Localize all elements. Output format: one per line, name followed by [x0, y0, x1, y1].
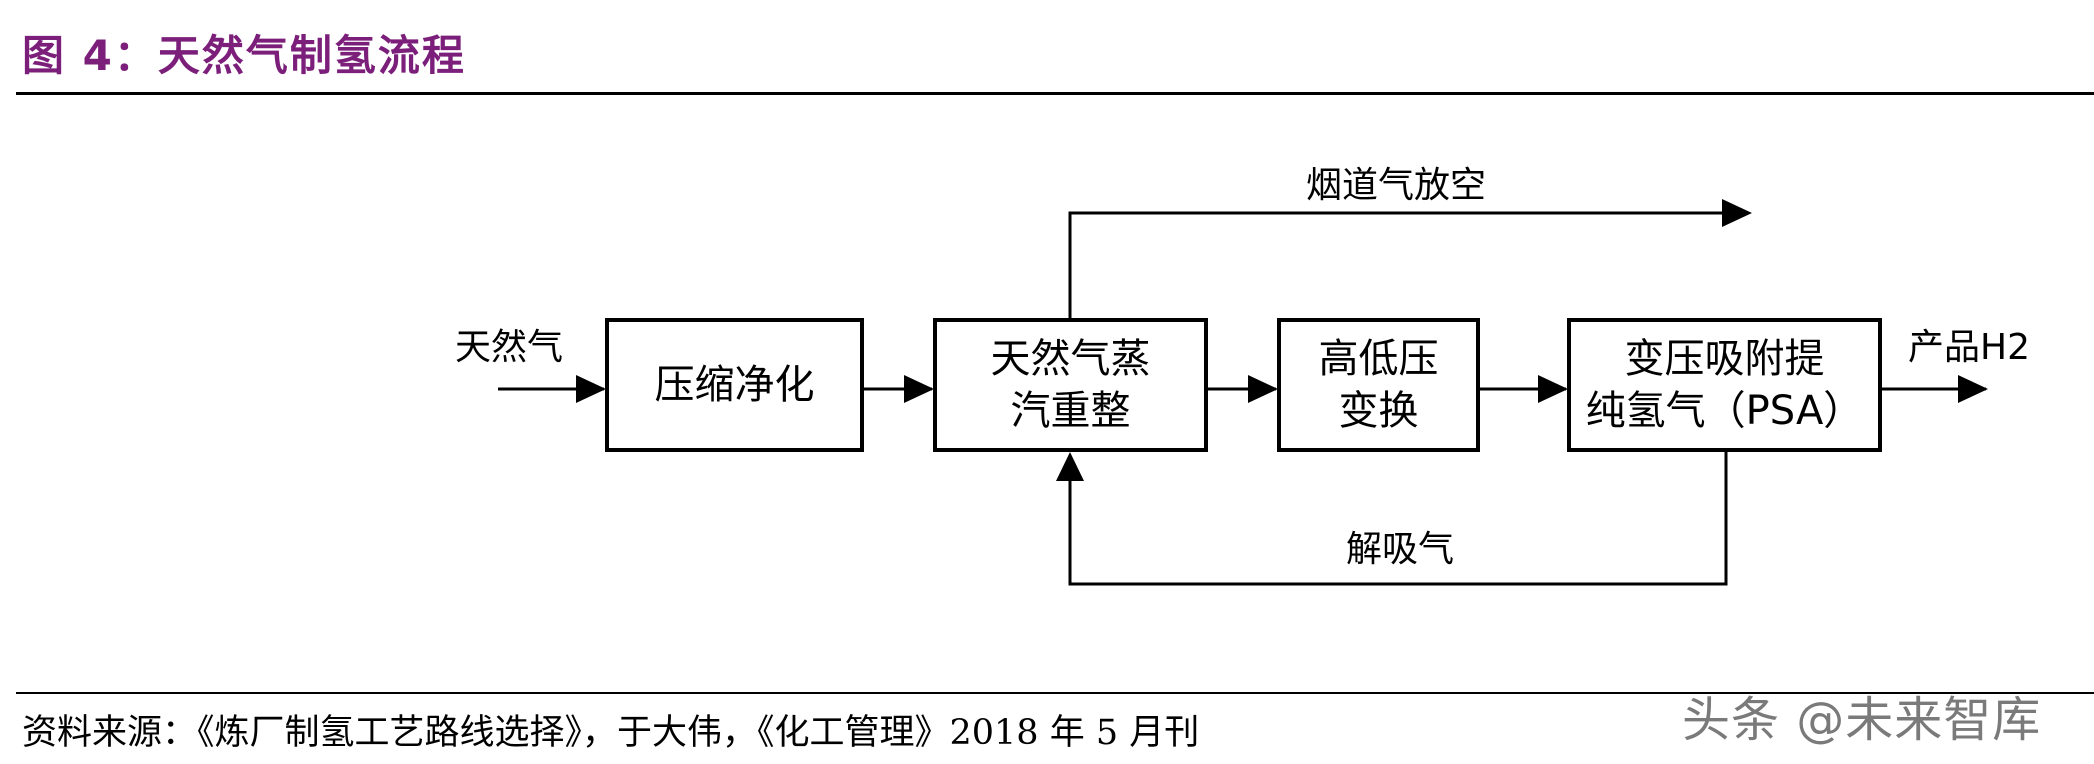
top-divider: [16, 92, 2094, 95]
flue-gas-label: 烟道气放空: [1306, 165, 1487, 206]
source-citation: 资料来源：《炼厂制氢工艺路线选择》，于大伟，《化工管理》2018 年 5 月刊: [22, 713, 1200, 753]
process-box-compression: 压缩净化: [605, 318, 864, 452]
recycle-label: 解吸气: [1346, 529, 1455, 570]
box-line1: 变压吸附提: [1624, 336, 1825, 382]
input-label: 天然气: [455, 327, 564, 368]
process-box-psa: 变压吸附提 纯氢气（PSA）: [1567, 318, 1882, 452]
output-arrowhead: [1958, 375, 1988, 403]
box-line2: 汽重整: [1010, 388, 1131, 434]
output-label: 产品H2: [1908, 327, 2030, 368]
box-line1: 高低压: [1318, 336, 1439, 382]
flue-gas-arrowhead: [1722, 199, 1752, 227]
process-box-steam-reforming: 天然气蒸 汽重整: [933, 318, 1208, 452]
box-line2: 纯氢气（PSA）: [1585, 388, 1864, 434]
bottom-divider: [16, 692, 2094, 694]
figure-title: 图 4：天然气制氢流程: [22, 31, 466, 80]
recycle-line: [1068, 452, 1728, 586]
process-box-shift: 高低压 变换: [1277, 318, 1480, 452]
box-line1: 天然气蒸: [990, 336, 1151, 382]
recycle-arrowhead: [1056, 452, 1084, 481]
box-line1: 压缩净化: [654, 362, 815, 408]
box-line2: 变换: [1338, 388, 1419, 434]
flue-gas-line: [1068, 211, 1748, 318]
watermark: 头条 @未来智库: [1682, 692, 2042, 748]
input-arrowhead: [576, 375, 606, 403]
